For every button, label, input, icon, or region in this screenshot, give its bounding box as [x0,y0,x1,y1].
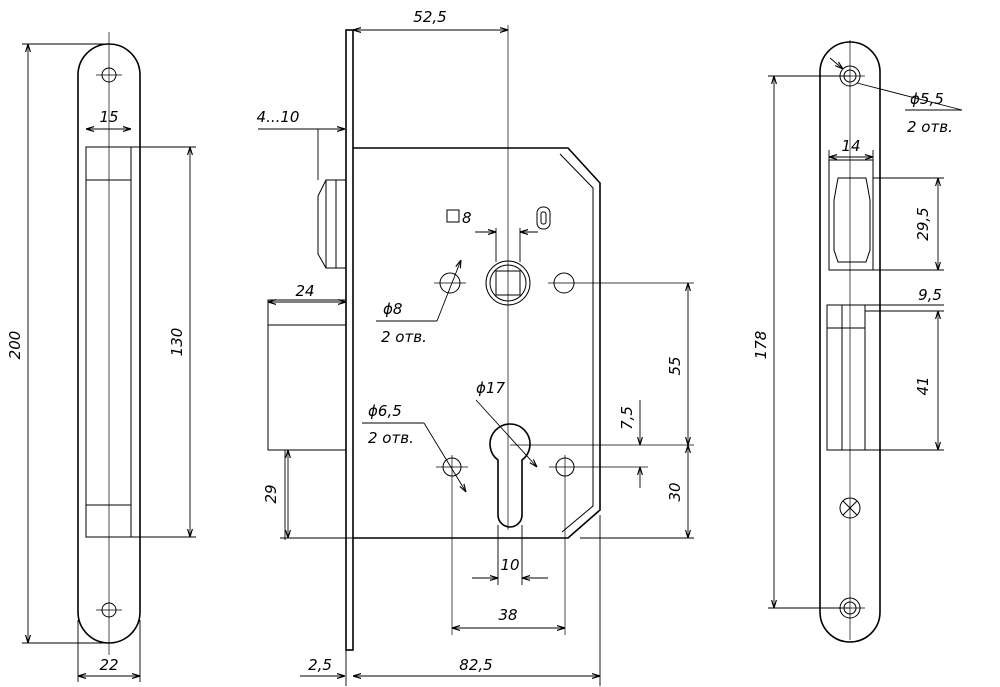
faceplate-outline [77,43,141,644]
dim-strike-height: 178 [752,331,770,360]
dim-cylinder-width: 10 [500,556,519,574]
dim-hole-8-count: 2 отв. [381,328,427,346]
dim-strike-latch-width: 14 [841,137,860,155]
dim-hole-8: ϕ8 [383,300,402,318]
dim-hole-6-5: ϕ6,5 [368,402,402,420]
dim-deadbolt-offset: 29 [262,484,280,503]
cylinder-cutout [489,423,531,528]
latch-indicator-slot [536,206,551,230]
strike-plate-view: 178 ϕ5,5 2 отв. 14 29,5 9,5 41 [752,40,963,643]
deadbolt [267,299,347,451]
dim-strike-hole-count: 2 отв. [907,118,953,136]
lock-faceplate-edge [345,29,354,651]
lock-body-view: 52,5 4...10 24 29 2,5 82,5 8 ϕ8 2 отв. [257,8,694,686]
dim-cylinder-diameter: ϕ17 [476,379,505,397]
dim-face-thickness: 2,5 [308,656,332,674]
dim-faceplate-width: 22 [99,656,118,674]
faceplate-screw-hole-bottom [96,602,122,618]
lock-case-outline [353,147,601,539]
dim-strike-hole: ϕ5,5 [910,90,944,108]
dim-distance-7-5: 7,5 [618,406,636,430]
dim-spindle-square: 8 [462,209,472,227]
faceplate-screw-hole-top [96,67,122,83]
square-symbol [446,209,460,223]
dim-hole-6-5-count: 2 отв. [368,429,414,447]
strike-plate-outline [819,41,881,643]
mounting-hole-8-left [434,272,466,294]
dim-strike-bolt-height: 41 [914,376,932,395]
mounting-hole-8-right [548,272,694,294]
dim-bolt-slot-width: 15 [99,108,118,126]
dim-faceplate-height: 200 [6,331,24,360]
dim-door-gap: 4...10 [257,108,300,126]
mounting-hole-6-5-right [549,457,648,477]
strike-latch-opening [828,159,874,271]
faceplate-view: 200 22 15 130 [6,32,196,682]
strike-bolt-opening [826,304,866,451]
dim-body-width: 82,5 [459,656,492,674]
dim-latch-projection: 24 [295,282,314,300]
dim-strike-latch-height: 29,5 [914,207,932,240]
dim-backset: 52,5 [413,8,446,26]
dim-bolt-slot-height: 130 [168,328,186,357]
dim-hole-spacing: 38 [498,606,517,624]
faceplate-bolt-slot [85,146,132,538]
strike-screw-hole-middle [839,497,861,519]
dim-distance-30: 30 [666,482,684,501]
dim-distance-55: 55 [666,356,684,375]
dim-strike-bolt-depth: 9,5 [918,286,942,304]
latch-bolt [317,179,346,269]
